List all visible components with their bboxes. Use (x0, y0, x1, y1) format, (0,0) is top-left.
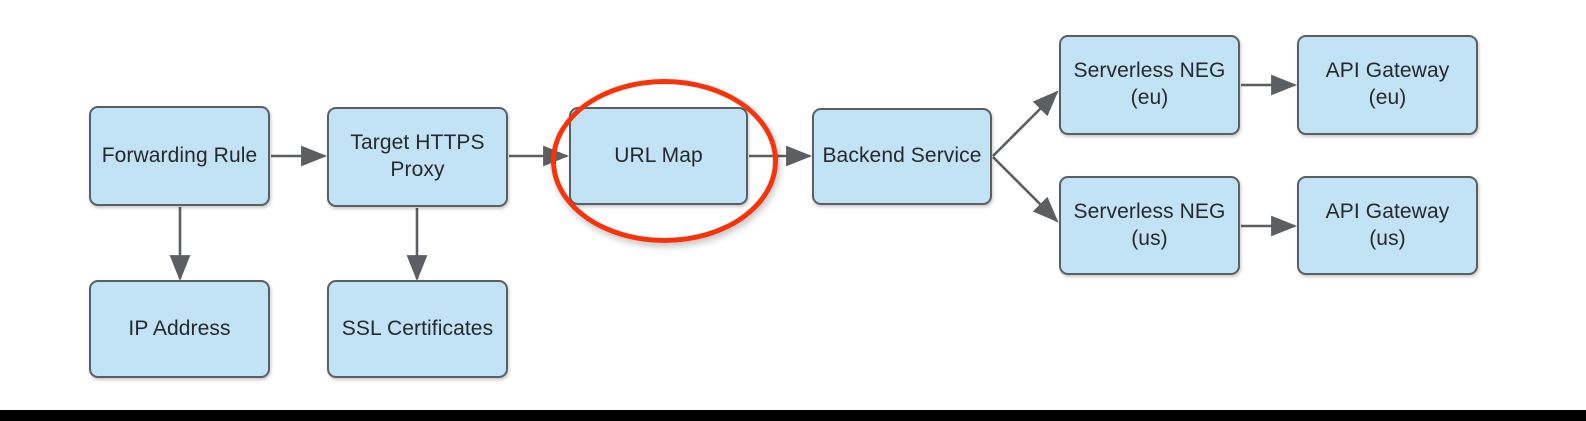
node-label-forwarding-rule: Forwarding Rule (101, 143, 258, 167)
highlight-ellipse-url-map (551, 79, 778, 243)
node-label-serverless-neg-us: Serverless NEG (us) (1073, 199, 1226, 250)
node-target-https-proxy[interactable]: Target HTTPS Proxy (327, 107, 508, 207)
node-ip-address[interactable]: IP Address (89, 280, 270, 378)
node-label-serverless-neg-eu: Serverless NEG (eu) (1073, 59, 1226, 109)
node-ssl-certificates[interactable]: SSL Certificates (327, 280, 508, 378)
bottom-rule-divider (0, 410, 1586, 421)
node-label-api-gateway-us: API Gateway (us) (1325, 199, 1450, 250)
edge-backend-to-neg-us (992, 156, 1059, 223)
node-serverless-neg-eu[interactable]: Serverless NEG (eu) (1059, 35, 1240, 135)
node-serverless-neg-us[interactable]: Serverless NEG (us) (1059, 176, 1240, 275)
node-backend-service[interactable]: Backend Service (812, 108, 992, 205)
node-label-ssl-certificates: SSL Certificates (341, 316, 494, 340)
node-label-backend-service: Backend Service (822, 144, 982, 168)
node-api-gateway-eu[interactable]: API Gateway (eu) (1297, 35, 1478, 135)
edge-backend-to-neg-eu (992, 90, 1059, 157)
node-label-ip-address: IP Address (128, 316, 231, 340)
node-api-gateway-us[interactable]: API Gateway (us) (1297, 176, 1478, 275)
node-forwarding-rule[interactable]: Forwarding Rule (89, 106, 270, 206)
node-label-target-https-proxy: Target HTTPS Proxy (350, 131, 485, 181)
node-label-api-gateway-eu: API Gateway (eu) (1325, 59, 1450, 109)
